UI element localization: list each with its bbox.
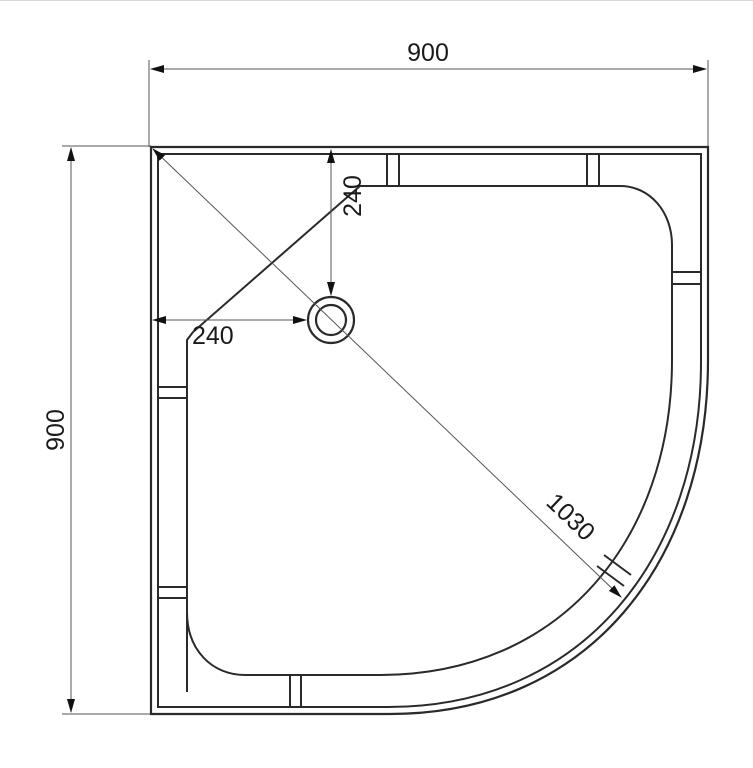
diagonal-label: 1030: [541, 488, 601, 547]
tray-basin: [186, 185, 673, 692]
drain-offset-x-label: 240: [192, 322, 234, 350]
drain-offset-y-dimension: 240: [327, 149, 367, 296]
width-label: 900: [407, 39, 449, 67]
top-border-line: [0, 0, 753, 1]
inner-frame: [157, 153, 702, 708]
outer-frame: [149, 145, 710, 716]
drain-offset-x-dimension: 240: [152, 316, 307, 350]
diagonal-dimension: 1030: [152, 148, 622, 598]
width-dimension: 900: [148, 39, 709, 147]
depth-label: 900: [42, 409, 70, 451]
support-feet: [158, 154, 701, 707]
depth-dimension: 900: [42, 145, 151, 715]
drain-offset-y-label: 240: [339, 175, 367, 217]
